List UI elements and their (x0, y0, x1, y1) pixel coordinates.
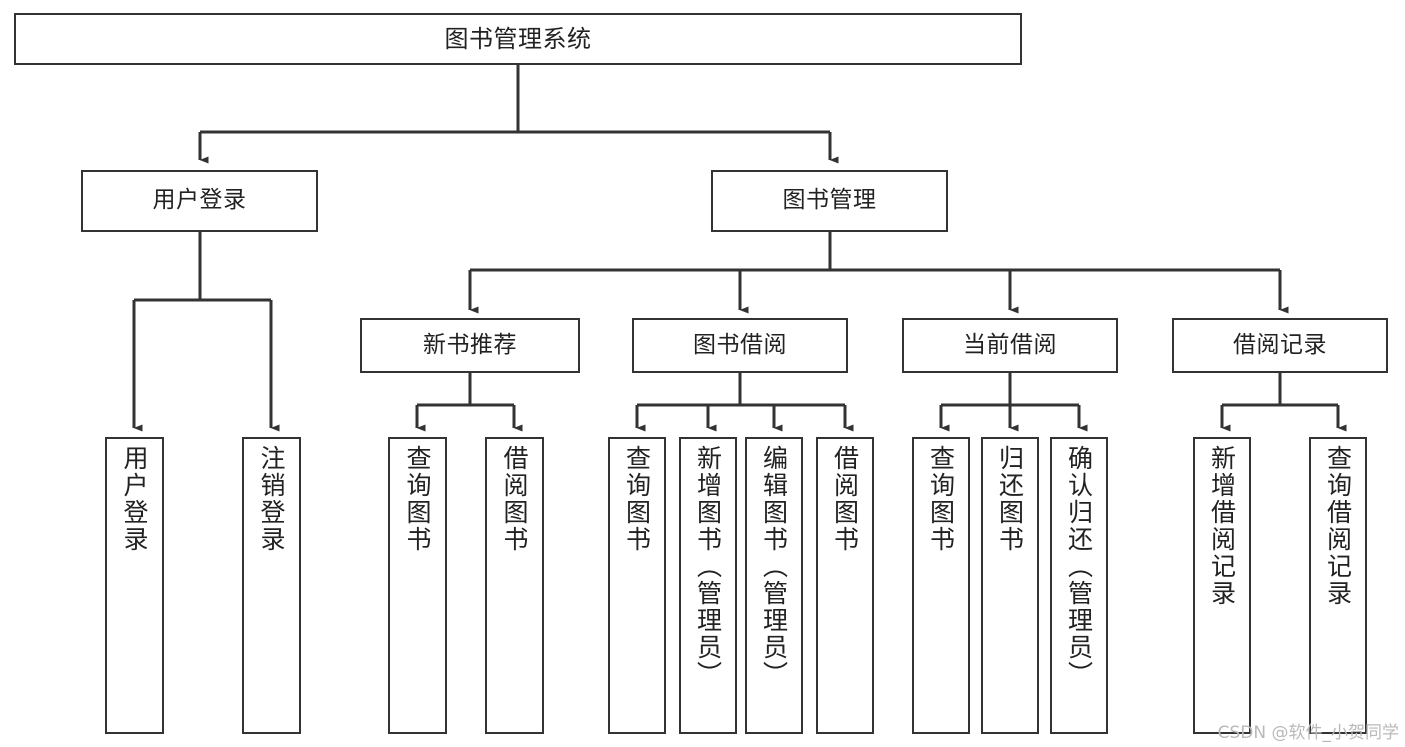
watermark-csdn: CSDN @软件_小贺同学 (1217, 723, 1399, 743)
node-leaf-add-record[interactable]: 新增借阅记录 (1193, 437, 1251, 734)
node-leaf-return-book-label: 归还图书 (995, 445, 1025, 553)
node-leaf-logout-login-label: 注销登录 (257, 445, 286, 553)
node-leaf-logout-login[interactable]: 注销登录 (242, 437, 301, 734)
node-current-borrow[interactable]: 当前借阅 (902, 318, 1118, 373)
node-leaf-borrow-book-2-label: 借阅图书 (830, 445, 860, 553)
node-leaf-add-record-label: 新增借阅记录 (1207, 445, 1237, 607)
node-leaf-query-record[interactable]: 查询借阅记录 (1309, 437, 1367, 734)
node-leaf-user-login-label: 用户登录 (120, 445, 149, 553)
node-leaf-borrow-book-2[interactable]: 借阅图书 (816, 437, 874, 734)
node-leaf-query-book-2-label: 查询图书 (622, 445, 652, 553)
node-current-borrow-label: 当前借阅 (963, 331, 1057, 358)
node-book-management[interactable]: 图书管理 (711, 170, 948, 232)
node-leaf-edit-book-label: 编辑图书（管理员） (759, 445, 789, 688)
node-user-login[interactable]: 用户登录 (81, 170, 318, 232)
node-book-management-label: 图书管理 (782, 187, 877, 214)
node-new-book-recommend[interactable]: 新书推荐 (360, 318, 580, 373)
node-leaf-query-book-3-label: 查询图书 (926, 445, 956, 553)
node-leaf-query-book-1-label: 查询图书 (403, 445, 432, 553)
node-book-borrow-label: 图书借阅 (693, 331, 787, 358)
node-leaf-query-book-2[interactable]: 查询图书 (608, 437, 666, 734)
node-user-login-label: 用户登录 (152, 187, 247, 214)
node-borrow-record[interactable]: 借阅记录 (1172, 318, 1388, 373)
node-leaf-confirm-return-label: 确认归还（管理员） (1064, 445, 1094, 688)
node-leaf-edit-book[interactable]: 编辑图书（管理员） (745, 437, 803, 734)
node-book-borrow[interactable]: 图书借阅 (632, 318, 848, 373)
node-leaf-query-book-1[interactable]: 查询图书 (388, 437, 447, 734)
node-leaf-return-book[interactable]: 归还图书 (981, 437, 1039, 734)
node-leaf-query-book-3[interactable]: 查询图书 (912, 437, 970, 734)
node-new-book-recommend-label: 新书推荐 (423, 331, 517, 358)
node-root-system-label: 图书管理系统 (444, 24, 592, 53)
node-leaf-add-book-label: 新增图书（管理员） (693, 445, 723, 688)
node-leaf-add-book[interactable]: 新增图书（管理员） (679, 437, 737, 734)
node-root-system[interactable]: 图书管理系统 (14, 13, 1022, 65)
node-leaf-borrow-book-1-label: 借阅图书 (500, 445, 529, 553)
node-leaf-confirm-return[interactable]: 确认归还（管理员） (1050, 437, 1108, 734)
node-leaf-borrow-book-1[interactable]: 借阅图书 (485, 437, 544, 734)
node-borrow-record-label: 借阅记录 (1233, 331, 1327, 358)
node-leaf-query-record-label: 查询借阅记录 (1323, 445, 1353, 607)
node-leaf-user-login[interactable]: 用户登录 (105, 437, 164, 734)
